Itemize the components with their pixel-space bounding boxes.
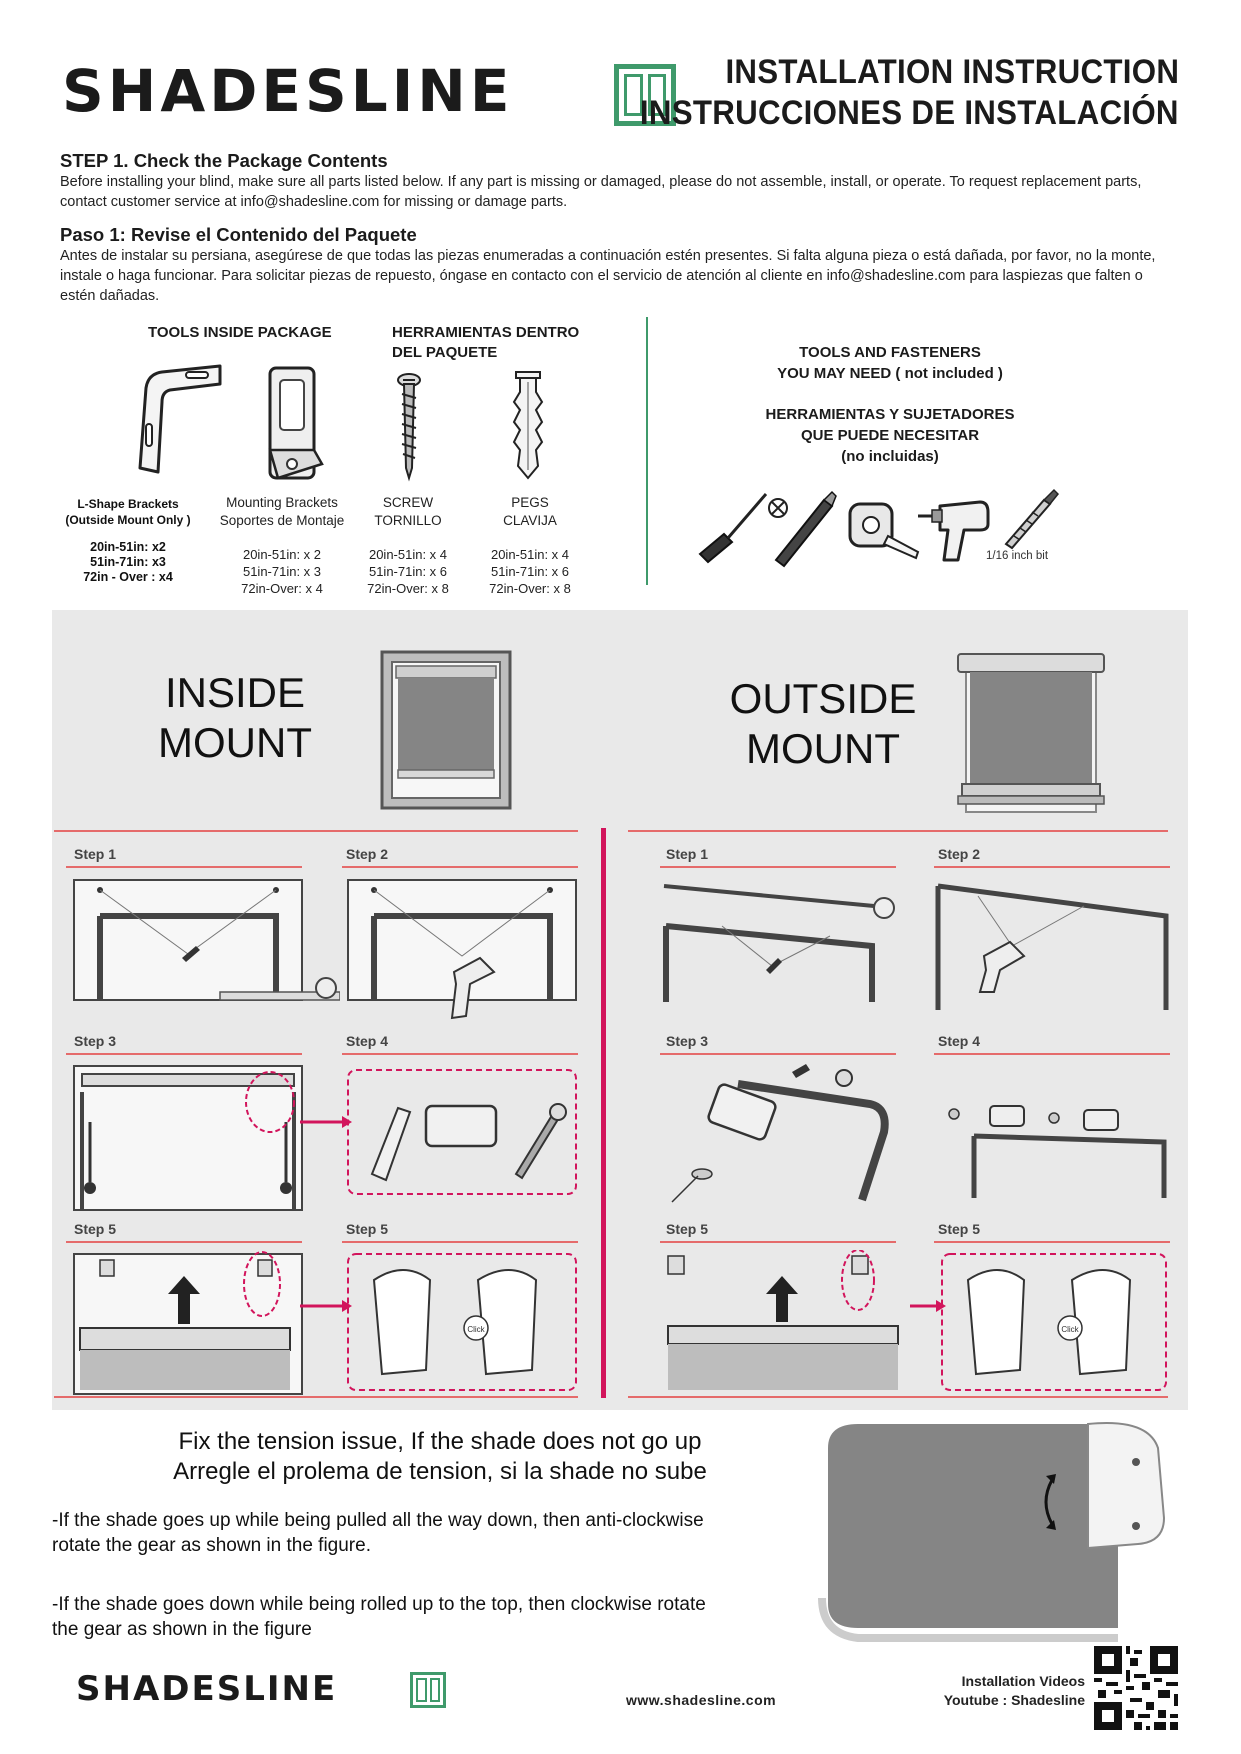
outside-mount-title: OUTSIDE MOUNT xyxy=(729,675,917,772)
outside-bottom-line xyxy=(628,1396,1168,1398)
outside-step-5a-diagram xyxy=(667,1250,899,1390)
installation-videos-text[interactable]: Installation Videos Youtube : Shadesline xyxy=(943,1673,1085,1708)
outside-step-5b-line xyxy=(934,1241,1170,1243)
step1-text-en: Before installing your blind, make sure … xyxy=(60,174,1142,210)
outside-top-line xyxy=(628,830,1168,832)
outside-step-1-label: Step 1 xyxy=(666,846,709,862)
outside-step-4-label: Step 4 xyxy=(938,1033,981,1049)
pencil-icon xyxy=(774,490,837,568)
outside-mount-window-icon xyxy=(957,653,1105,813)
mount-divider xyxy=(601,828,606,1398)
inside-step-2-label: Step 2 xyxy=(346,846,389,862)
brand-logo-icon xyxy=(614,64,676,126)
screwdriver-icon xyxy=(698,493,788,564)
inside-step-2-line xyxy=(342,866,578,868)
l-bracket-quantities: 20in-51in: x2 51in-71in: x3 72in - Over … xyxy=(83,540,173,584)
outside-step-2-diagram xyxy=(935,883,1169,1010)
outside-step-2-line xyxy=(934,866,1170,868)
inside-step-5b-label: Step 5 xyxy=(346,1221,389,1237)
outside-step-3-label: Step 3 xyxy=(666,1033,709,1049)
tension-title-en: Fix the tension issue, If the shade does… xyxy=(178,1428,702,1455)
power-drill-icon xyxy=(918,500,990,562)
outside-step-4-line xyxy=(934,1053,1170,1055)
inside-step-4-label: Step 4 xyxy=(346,1033,389,1049)
inside-step-4-line xyxy=(342,1053,578,1055)
inside-step-3-diagram xyxy=(73,1065,303,1211)
title-spanish: INSTRUCCIONES DE INSTALACIÓN xyxy=(640,94,1179,132)
outside-step-5b-diagram: Click xyxy=(910,1253,1167,1391)
inside-step-3-label: Step 3 xyxy=(74,1033,117,1049)
outside-step-2-label: Step 2 xyxy=(938,846,981,862)
tools-needed-heading-en: TOOLS AND FASTENERS YOU MAY NEED ( not i… xyxy=(777,344,1003,382)
title-english: INSTALLATION INSTRUCTION xyxy=(725,53,1179,91)
tools-needed-heading-es: HERRAMIENTAS Y SUJETADORES QUE PUEDE NEC… xyxy=(765,406,1015,465)
tape-measure-icon xyxy=(848,502,920,560)
l-bracket-icon xyxy=(138,364,222,474)
inside-mount-window-icon xyxy=(380,650,512,810)
screw-quantities: 20in-51in: x 4 51in-71in: x 6 72in-Over:… xyxy=(367,547,449,596)
outside-step-4-diagram xyxy=(948,1105,1167,1198)
tension-instruction-2: -If the shade goes down while being roll… xyxy=(52,1594,706,1640)
mounting-bracket-label: Mounting Brackets Soportes de Montaje xyxy=(219,495,345,528)
inside-step-3-line xyxy=(66,1053,302,1055)
outside-step-5a-line xyxy=(660,1241,896,1243)
drill-bit-label: 1/16 inch bit xyxy=(986,550,1049,562)
outside-step-1-line xyxy=(660,866,896,868)
outside-step-1-diagram xyxy=(663,884,895,1002)
tools-divider xyxy=(646,317,648,585)
footer-logo-icon xyxy=(410,1672,446,1708)
tools-inside-heading-en: TOOLS INSIDE PACKAGE xyxy=(148,324,332,341)
inside-step-1-label: Step 1 xyxy=(74,846,117,862)
inside-step-1-diagram xyxy=(73,879,340,1001)
outside-step-3-line xyxy=(660,1053,896,1055)
inside-step-2-diagram xyxy=(347,879,577,1020)
brand-logo: SHADESLINE xyxy=(62,57,514,125)
footer-logo: SHADESLINE xyxy=(76,1669,338,1709)
inside-step-5b-diagram: Click xyxy=(300,1253,577,1391)
step1-heading-es: Paso 1: Revise el Contenido del Paquete xyxy=(60,224,417,245)
inside-step-5a-diagram xyxy=(73,1251,303,1395)
inside-mount-title: INSIDE MOUNT xyxy=(158,669,312,766)
roller-shade-gear-figure xyxy=(818,1422,1166,1642)
step1-heading-en: STEP 1. Check the Package Contents xyxy=(60,150,388,171)
mounting-bracket-quantities: 20in-51in: x 2 51in-71in: x 3 72in-Over:… xyxy=(241,547,323,596)
screw-label: SCREW TORNILLO xyxy=(374,495,442,528)
tension-title-es: Arregle el prolema de tension, si la sha… xyxy=(173,1458,707,1485)
peg-icon xyxy=(512,371,544,480)
mounting-bracket-icon xyxy=(268,366,324,480)
inside-bottom-line xyxy=(54,1396,578,1398)
tension-instruction-1: -If the shade goes up while being pulled… xyxy=(52,1510,704,1556)
inside-step-5b-line xyxy=(342,1241,578,1243)
outside-step-3-diagram xyxy=(671,1064,889,1203)
inside-step-5a-line xyxy=(66,1241,302,1243)
inside-top-line xyxy=(54,830,578,832)
click-label-inside: Click xyxy=(467,1325,485,1334)
step1-text-es: Antes de instalar su persiana, asegúrese… xyxy=(60,248,1156,304)
peg-label: PEGS CLAVIJA xyxy=(503,495,557,528)
click-label-outside: Click xyxy=(1061,1325,1079,1334)
peg-quantities: 20in-51in: x 4 51in-71in: x 6 72in-Over:… xyxy=(489,547,571,596)
qr-code-icon[interactable] xyxy=(1094,1646,1178,1730)
outside-step-5b-label: Step 5 xyxy=(938,1221,981,1237)
drill-bit-icon xyxy=(1004,488,1060,550)
tools-inside-heading-es: HERRAMIENTAS DENTRO DEL PAQUETE xyxy=(392,324,580,361)
screw-icon xyxy=(397,373,421,482)
inside-step-5a-label: Step 5 xyxy=(74,1221,117,1237)
website-link[interactable]: www.shadesline.com xyxy=(626,1692,777,1708)
inside-step-1-line xyxy=(66,866,302,868)
l-bracket-label: L-Shape Brackets (Outside Mount Only ) xyxy=(65,497,191,527)
inside-step-4-diagram xyxy=(300,1069,577,1195)
outside-step-5a-label: Step 5 xyxy=(666,1221,709,1237)
